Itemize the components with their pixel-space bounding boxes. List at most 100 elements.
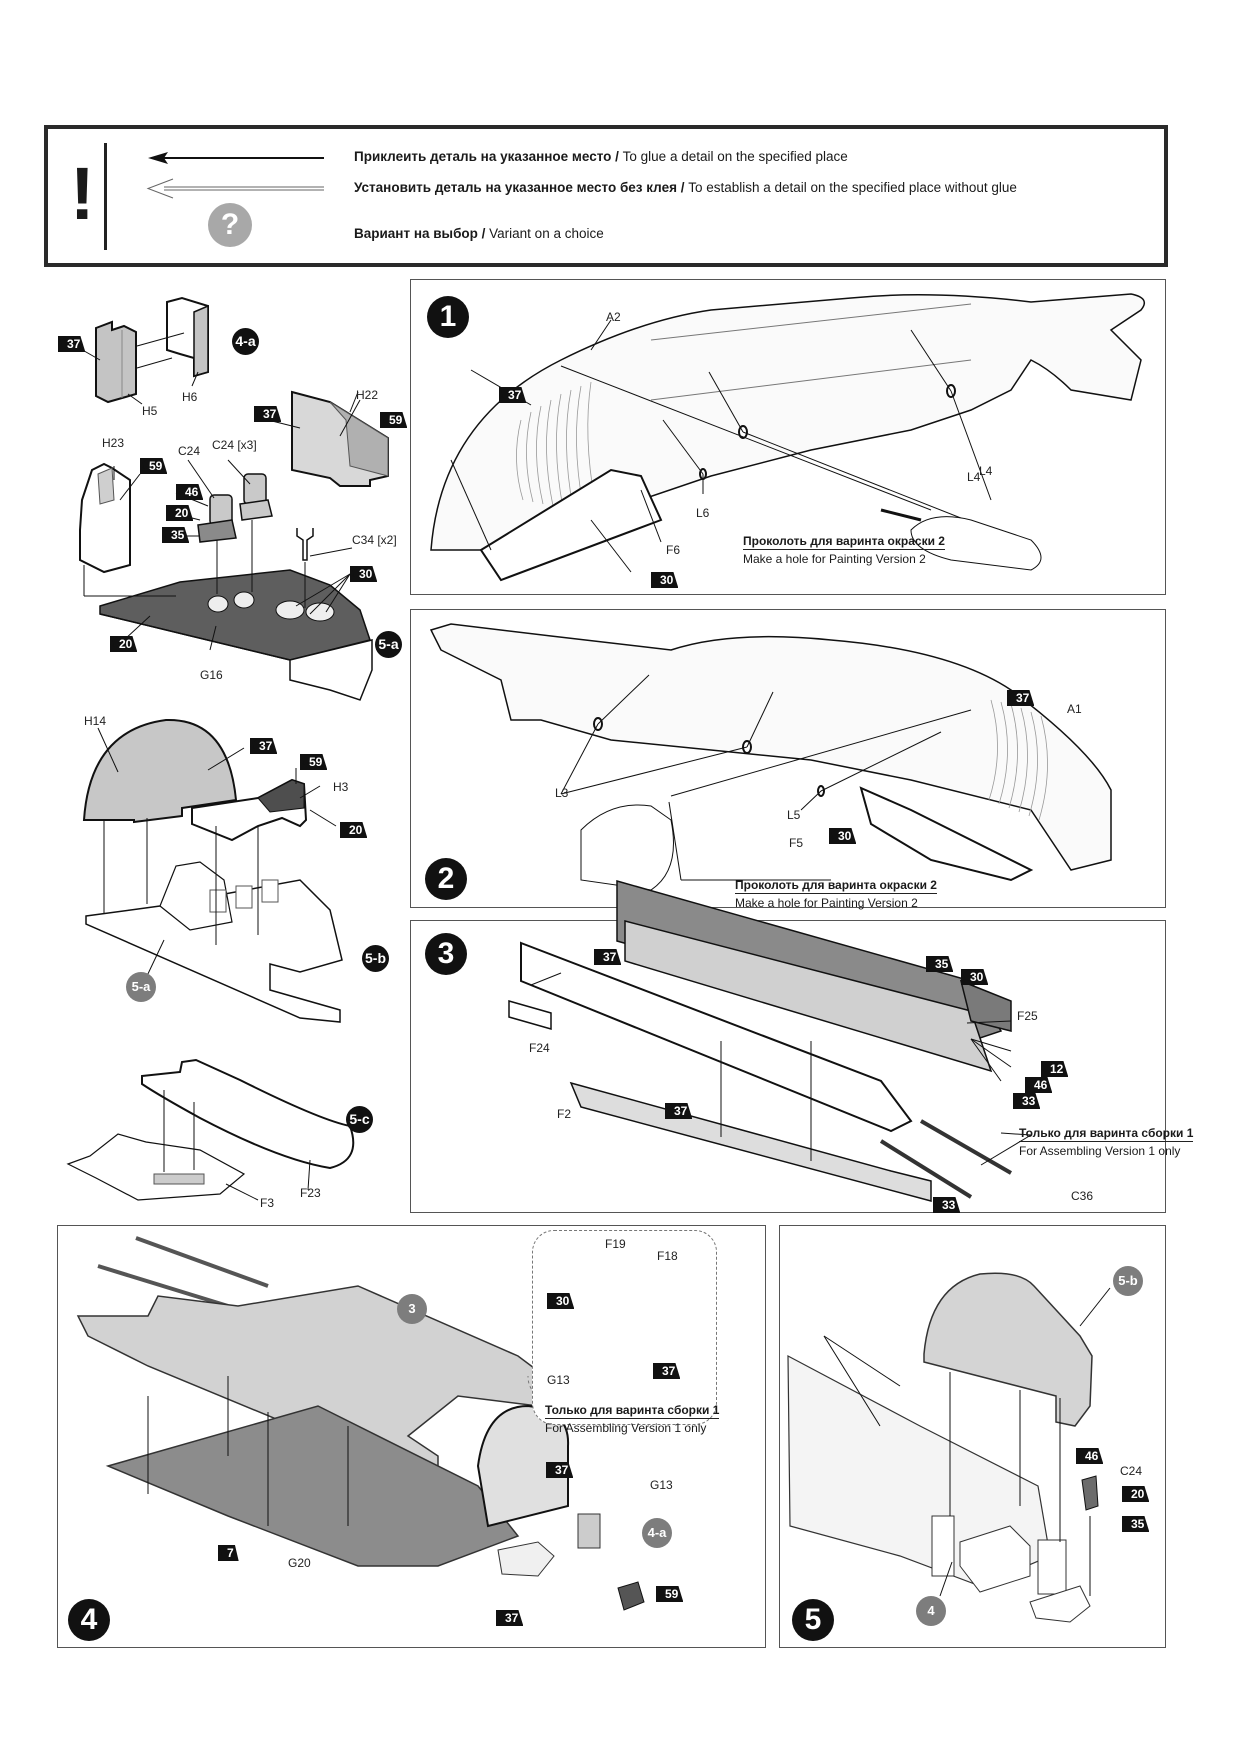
paint-code-badge: 20: [166, 505, 194, 521]
part-label-l3: L3: [555, 786, 569, 800]
part-label-c24: C24: [178, 444, 201, 458]
part-label-f24: F24: [529, 1041, 550, 1055]
paint-code-badge: 46: [1025, 1077, 1053, 1093]
warning-exclamation-icon: !: [70, 152, 95, 235]
paint-code-badge: 37: [546, 1462, 574, 1478]
step-3-drawing: [508, 880, 1032, 1202]
subassembly-badge-4a: 4-a: [232, 328, 259, 355]
subassembly-badge-5b: 5-b: [362, 945, 389, 972]
paint-code-badge: 33: [1013, 1093, 1041, 1109]
part-label-h6: H6: [182, 390, 198, 404]
part-label-g16: G16: [200, 668, 223, 682]
part-label-c36: C36: [1071, 1189, 1094, 1203]
part-label-l4-b: L4: [979, 464, 993, 478]
note-ru: Проколоть для варинта окраски 2: [735, 878, 937, 894]
paint-code-badge: 7: [218, 1545, 239, 1561]
part-label-h3: H3: [333, 780, 349, 794]
part-label-c34-x2: C34 [x2]: [352, 533, 397, 547]
part-f23-drawing: [141, 1058, 355, 1170]
part-label-g13: G13: [650, 1478, 673, 1492]
part-label-l4: L4: [967, 470, 981, 484]
paint-code-badge: 33: [933, 1197, 961, 1213]
paint-code-badge: 37: [499, 387, 527, 403]
paint-code-badge: 30: [651, 572, 679, 588]
paint-code-badge: 59: [656, 1586, 684, 1602]
paint-code-badge: 37: [1007, 690, 1035, 706]
step-number-badge: 1: [427, 296, 469, 338]
paint-code-badge: 30: [829, 828, 857, 844]
part-label-g20: G20: [288, 1556, 311, 1570]
legend-glue-ru: Приклеить деталь на указанное место /: [354, 149, 619, 164]
part-label-l6: L6: [696, 506, 710, 520]
step-5-drawing: [787, 1272, 1111, 1623]
paint-code-badge: 35: [926, 956, 954, 972]
step-5-panel: 5-b 46 C24 20 35 4 5: [779, 1225, 1166, 1648]
part-label-h14: H14: [84, 714, 107, 728]
paint-code-badge: 37: [665, 1103, 693, 1119]
seat-c24x3-drawing: [239, 473, 273, 521]
part-label-f19: F19: [605, 1237, 626, 1251]
part-label-g13-callout: G13: [547, 1373, 570, 1387]
part-label-h22: H22: [356, 388, 379, 402]
step-1-panel: 1 A2 L4 L4 L6 F6 37 30 Проколоть для вар…: [410, 279, 1166, 595]
paint-code-badge: 59: [380, 412, 408, 428]
paint-code-badge: 37: [58, 336, 86, 352]
part-h3-drawing: [191, 778, 308, 842]
step-2-drawing: [429, 623, 1112, 891]
paint-code-badge: 30: [350, 566, 378, 582]
note-ru: Только для варинта сборки 1: [545, 1403, 720, 1419]
paint-code-badge: 59: [300, 754, 328, 770]
paint-code-badge: 20: [1122, 1486, 1150, 1502]
reference-badge-5a: 5-a: [126, 972, 156, 1002]
note-en: For Assembling Version 1 only: [545, 1421, 707, 1435]
seat-c24-drawing: [197, 494, 237, 543]
paint-code-badge: 20: [340, 822, 368, 838]
part-label-h23: H23: [102, 436, 125, 450]
paint-code-badge: 37: [594, 949, 622, 965]
reference-badge-3: 3: [397, 1294, 427, 1324]
outline-arrow-left-icon: [146, 178, 324, 199]
assembly-version-note: Только для варинта сборки 1 For Assembli…: [545, 1403, 720, 1435]
paint-code-badge: 37: [496, 1610, 524, 1626]
paint-version-note: Проколоть для варинта окраски 2 Make a h…: [743, 534, 945, 566]
subassembly-drawings: [66, 296, 389, 1201]
paint-code-badge: 59: [140, 458, 168, 474]
legend-variant: Вариант на выбор / Variant on a choice: [354, 226, 604, 241]
paint-code-badge: 37: [250, 738, 278, 754]
assembly-version-note: Только для варинта сборки 1 For Assembli…: [1019, 1126, 1194, 1158]
paint-code-badge: 30: [961, 969, 989, 985]
part-label-a1: A1: [1067, 702, 1082, 716]
step-2-panel: 2 A1 L3 L5 F5 37 30 Проколоть для варинт…: [410, 609, 1166, 910]
part-label-f2: F2: [557, 1107, 572, 1121]
legend-glue: Приклеить деталь на указанное место / To…: [354, 149, 848, 164]
part-c34-drawing: [296, 528, 314, 561]
legend-divider: [104, 143, 107, 250]
part-f3-drawing: [66, 1133, 246, 1201]
step-number-badge: 2: [425, 858, 467, 900]
step-1-drawing: [430, 293, 1146, 582]
part-h6-drawing: [166, 296, 209, 378]
paint-code-badge: 12: [1041, 1061, 1069, 1077]
note-en: Make a hole for Painting Version 2: [743, 552, 926, 566]
step-3-panel: 3 37 35 30 F25 12 46 33 F24 F2 37 33 C36…: [410, 880, 1194, 1213]
paint-version-note: Проколоть для варинта окраски 2 Make a h…: [735, 878, 937, 910]
paint-code-badge: 20: [110, 636, 138, 652]
part-label-f3: F3: [260, 1196, 275, 1210]
note-ru: Только для варинта сборки 1: [1019, 1126, 1194, 1142]
legend-arrows: [146, 152, 324, 199]
part-label-h5: H5: [142, 404, 158, 418]
solid-arrow-left-icon: [148, 152, 324, 164]
legend-box: ! ? Приклеить деталь на указанное место …: [44, 125, 1168, 267]
step-number-badge: 4: [68, 1599, 110, 1641]
part-label-f25: F25: [1017, 1009, 1038, 1023]
part-label-a2: A2: [606, 310, 621, 324]
note-en: Make a hole for Painting Version 2: [735, 896, 918, 910]
subassembly-badge-5c: 5-c: [346, 1106, 373, 1133]
paint-code-badge: 46: [1076, 1448, 1104, 1464]
part-label-f18: F18: [657, 1249, 678, 1263]
part-label-c24: C24: [1120, 1464, 1143, 1478]
part-label-c24-x3: C24 [x3]: [212, 438, 257, 452]
reference-badge-4: 4: [916, 1596, 946, 1626]
paint-code-badge: 35: [1122, 1516, 1150, 1532]
assembled-5a-drawing: [85, 861, 343, 1023]
